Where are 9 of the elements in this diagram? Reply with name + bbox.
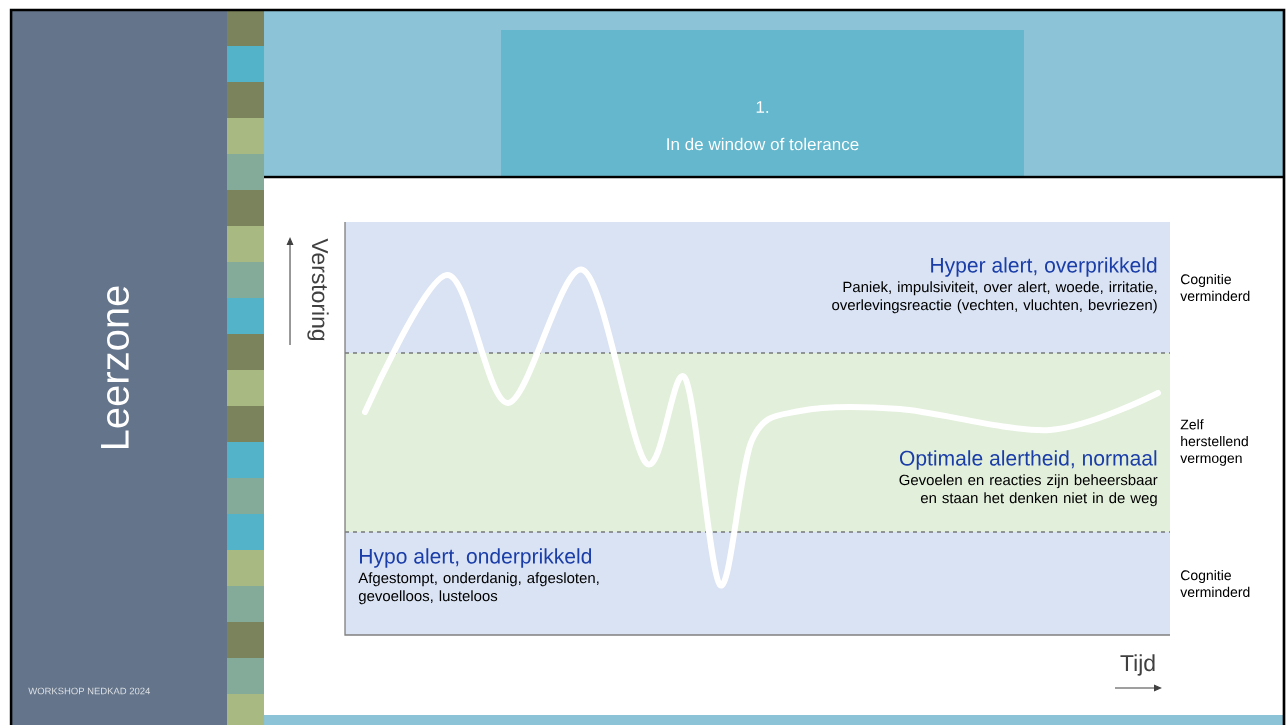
side-note: Cognitie verminderd [1180,569,1250,598]
zone-band: Hyper alert, overprikkeld Paniek, impulsiviteit, over alert, woede, irritatie, overlevingsreactie (vechten, vluchten, bevriezen) [345,222,1170,353]
zone-band: Hypo alert, onderprikkeld Afgestompt, onderdanig, afgesloten, gevoelloos, lusteloos [345,532,1170,635]
side-note: Zelf herstellend vermogen [1180,419,1248,466]
axis-label: Verstoring [307,238,329,341]
side-panel: Leerzone WORKSHOP NEDKAD 2024 [12,10,227,725]
zone-band: Optimale alertheid, normaal Gevoelen en reacties zijn beheersbaar en staan het denken niet in de weg [345,353,1170,532]
title-box: 1. In de window of tolerance [501,30,1024,177]
side-note: Cognitie verminderd [1180,273,1250,302]
